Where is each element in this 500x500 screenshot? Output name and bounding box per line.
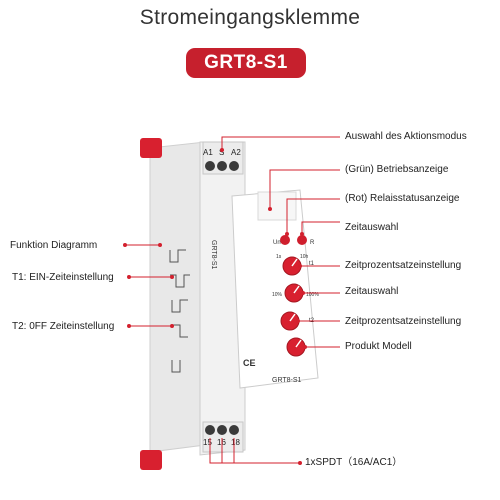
callout-lines	[125, 136, 340, 464]
pct-max-label: 100%	[306, 292, 319, 298]
front-model-label: GRT8-S1	[272, 377, 302, 384]
pct-min-label: 10%	[272, 292, 283, 298]
callout-action-mode: Auswahl des Aktionsmodus	[345, 131, 467, 142]
dial-percent-2[interactable]	[286, 337, 306, 357]
side-model-label: GRT8-S1	[210, 240, 217, 270]
terminal-label-s: S	[219, 148, 224, 157]
callout-endpoints	[123, 148, 307, 465]
terminal-screw-a1	[205, 161, 215, 171]
din-clip-bottom	[140, 450, 162, 470]
terminal-label-a1: A1	[203, 148, 213, 157]
callout-run-indicator: (Grün) Betriebsanzeige	[345, 164, 449, 175]
callout-time-select-1: Zeitauswahl	[345, 222, 399, 233]
callout-percent-1: Zeitprozentsatzeinstellung	[345, 260, 462, 271]
din-clip-top	[140, 138, 162, 158]
dial-min-label: 1s	[276, 254, 282, 260]
led-run	[280, 235, 290, 245]
function-diagram	[169, 249, 190, 373]
terminal-screw-s	[217, 161, 227, 171]
callout-product-model: Produkt Modell	[345, 341, 412, 352]
callout-time-select-2: Zeitauswahl	[345, 286, 399, 297]
terminal-label-18: 18	[231, 438, 240, 447]
terminal-screw-a2	[229, 161, 239, 171]
callout-percent-2: Zeitprozentsatzeinstellung	[345, 316, 462, 327]
terminal-label-a2: A2	[231, 148, 241, 157]
dial-label-t1: t1	[309, 261, 315, 267]
terminal-label-15: 15	[203, 438, 212, 447]
dial-percent-1[interactable]	[284, 283, 304, 303]
led-label-un: Un	[273, 240, 281, 246]
page-title: Stromeingangsklemme	[139, 6, 361, 29]
model-badge: GRT8-S1	[186, 48, 306, 78]
terminal-screw-16	[217, 425, 227, 435]
callout-t2-off: T2: 0FF Zeiteinstellung	[12, 321, 115, 332]
dial-max-label: 10h	[300, 254, 309, 260]
callout-output-spec: 1xSPDT（16A/AC1）	[305, 457, 403, 468]
terminal-screw-18	[229, 425, 239, 435]
callout-function-diagram: Funktion Diagramm	[10, 240, 98, 251]
terminal-screw-15	[205, 425, 215, 435]
callout-t1-on: T1: EIN-Zeiteinstellung	[12, 272, 114, 283]
ce-mark: CE	[243, 358, 256, 368]
callout-relay-indicator: (Rot) Relaisstatusanzeige	[345, 193, 460, 204]
led-label-r: R	[310, 240, 315, 246]
